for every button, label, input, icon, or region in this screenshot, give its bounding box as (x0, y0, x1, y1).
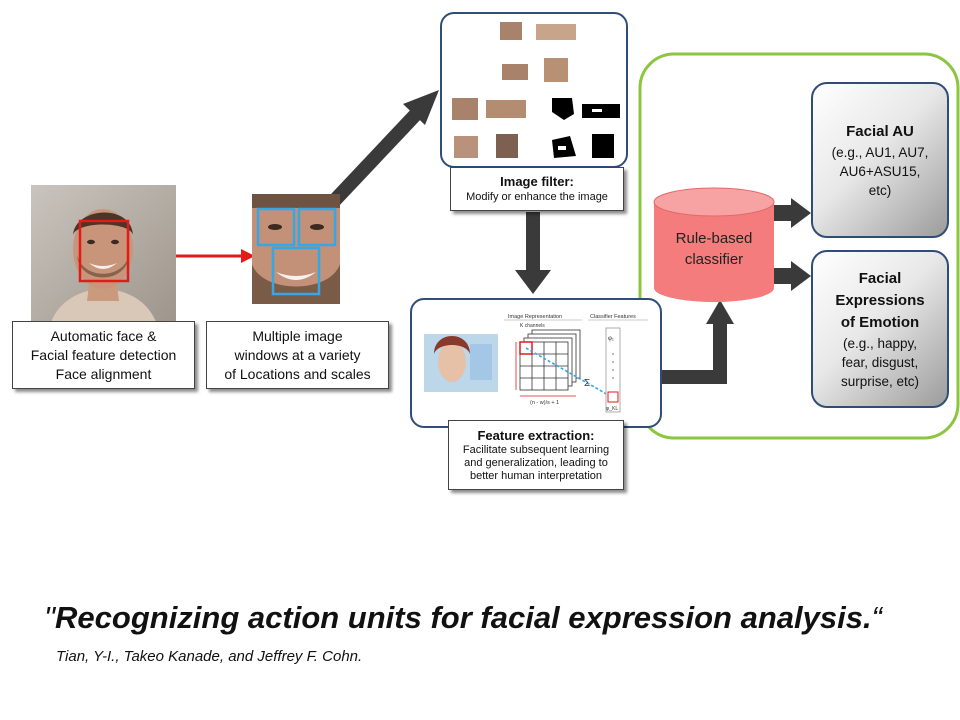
image-filter-desc: Modify or enhance the image (466, 191, 608, 203)
detection-box (78, 219, 130, 283)
image-filter-box (440, 12, 628, 168)
arrow-filter-to-extraction (515, 212, 551, 294)
windows-caption: Multiple image windows at a variety of L… (206, 321, 389, 389)
figure-header-right: Classifier Features (590, 314, 636, 320)
figure-header-left: Image Representation (508, 314, 562, 320)
window-right-eye (297, 207, 337, 247)
facial-expressions-sub: fear, disgust, (841, 354, 919, 370)
feature-extraction-line: better human interpretation (469, 470, 603, 482)
patch-mouth (502, 64, 528, 80)
feature-extraction-line: and generalization, leading to (464, 457, 608, 469)
detection-caption-line: Automatic face & (50, 327, 157, 344)
arrow-extraction-to-classifier (661, 300, 734, 384)
arrow-to-image-filter (329, 90, 439, 205)
patch-binary (552, 98, 574, 120)
facial-au-sub: etc) (868, 182, 892, 198)
patch-mouth (486, 100, 526, 118)
cylinder-shape (653, 187, 775, 302)
facial-au-box: Facial AU (e.g., AU1, AU7, AU6+ASU15, et… (811, 82, 949, 238)
paper-authors: Tian, Y-I., Takeo Kanade, and Jeffrey F.… (56, 648, 363, 665)
cropped-feature-patches (452, 22, 620, 158)
facial-expressions-title: of Emotion (840, 313, 920, 331)
detection-caption: Automatic face & Facial feature detectio… (12, 321, 195, 389)
facial-expressions-box: Facial Expressions of Emotion (e.g., hap… (811, 250, 949, 408)
feature-extraction-line: Facilitate subsequent learning (462, 444, 610, 456)
windows-caption-line: Multiple image (252, 327, 343, 344)
patch-mouth (536, 24, 576, 40)
window-mouth (271, 246, 321, 296)
windows-caption-line: windows at a variety (234, 346, 361, 363)
window-left-eye (256, 207, 296, 247)
close-quote: “ (871, 600, 882, 635)
classifier-output-frame (638, 52, 960, 440)
paper-title-text: Recognizing action units for facial expr… (55, 600, 872, 635)
facial-expressions-sub: (e.g., happy, (842, 335, 918, 351)
facial-au-title: Facial AU (846, 122, 914, 140)
patch-eye (500, 22, 522, 40)
windows-caption-line: of Locations and scales (224, 365, 371, 382)
image-filter-title: Image filter: (500, 174, 574, 189)
feature-grid-figure: Image Representation Classifier Features… (424, 314, 648, 413)
figure-sigma: Σ (584, 378, 590, 389)
figure-k-channels: K channels (520, 323, 545, 329)
patch-eye (454, 136, 478, 158)
face-crop-photo (252, 194, 340, 304)
facial-expressions-title: Expressions (835, 291, 925, 309)
classifier-label-line: Rule-based (675, 230, 753, 247)
paper-title: "Recognizing action units for facial exp… (44, 600, 882, 636)
face-photo (31, 185, 176, 322)
facial-expressions-sub: surprise, etc) (840, 373, 920, 389)
arrow-classifier-to-expressions (773, 261, 811, 291)
facial-expressions-title: Facial (858, 269, 902, 287)
feature-extraction-box: Image Representation Classifier Features… (410, 298, 662, 428)
classifier-label: Rule-based classifier (652, 228, 776, 270)
patch-eye (452, 98, 478, 120)
feature-extraction-title: Feature extraction: (477, 428, 595, 443)
open-quote: " (44, 600, 56, 635)
image-filter-caption: Image filter: Modify or enhance the imag… (450, 167, 624, 211)
detection-caption-line: Face alignment (55, 365, 152, 382)
figure-phi-top: φ₁ (608, 336, 614, 342)
figure-formula: (n - w)/s + 1 (530, 400, 559, 406)
detection-caption-line: Facial feature detection (30, 346, 177, 363)
facial-au-sub: AU6+ASU15, (839, 163, 921, 179)
feature-extraction-caption: Feature extraction: Facilitate subsequen… (448, 420, 624, 490)
arrow-classifier-to-au (773, 198, 811, 228)
figure-phi-bottom: φ_KL (606, 406, 618, 412)
patch-binary (592, 134, 614, 158)
patch-eye (544, 58, 568, 82)
facial-au-sub: (e.g., AU1, AU7, (831, 144, 929, 160)
classifier-label-line: classifier (684, 251, 744, 268)
patch-eye (496, 134, 518, 158)
